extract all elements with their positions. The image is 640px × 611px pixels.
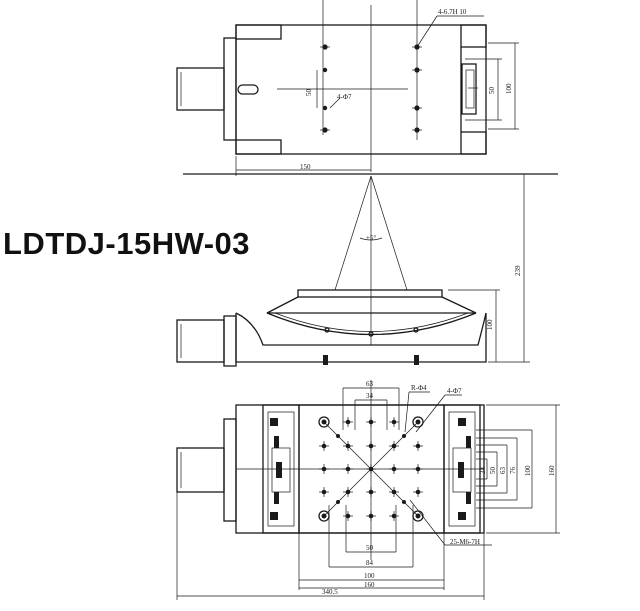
pin-hole-center	[415, 513, 421, 519]
threaded-hole	[413, 441, 423, 451]
top-view: 4-6.7H 10 4-Φ7 150 50 50 100	[176, 0, 558, 176]
pin-hole	[318, 416, 330, 428]
bottom-dim-84: 84	[366, 559, 374, 567]
side-angle-dim: ±5°	[366, 234, 376, 242]
threaded-hole	[343, 464, 353, 474]
top-hole-callout: 4-6.7H 10	[438, 8, 467, 16]
threaded-hole	[413, 487, 423, 497]
bottom-dim-63: 63	[366, 380, 374, 388]
threaded-hole	[319, 487, 329, 497]
threaded-hole	[389, 417, 399, 427]
threaded-hole	[343, 487, 353, 497]
threaded-hole	[343, 511, 353, 521]
side-overall-height-dim: 239	[514, 265, 522, 276]
threaded-hole	[413, 464, 423, 474]
top-pin-callout: 4-Φ7	[337, 93, 352, 101]
threaded-hole	[389, 511, 399, 521]
product-model-title: LDTDJ-15HW-03	[3, 226, 251, 261]
threaded-hole	[343, 417, 353, 427]
threaded-hole	[389, 464, 399, 474]
threaded-hole	[366, 441, 376, 451]
bottom-dim-right-34: 34	[479, 467, 487, 475]
top-clamp-height-dim: 50	[488, 87, 496, 95]
top-outer-height-dim: 100	[505, 83, 513, 94]
threaded-hole	[366, 464, 376, 474]
bottom-tolerance-callout: R-Φ4	[411, 384, 427, 392]
threaded-hole	[319, 441, 329, 451]
bottom-dim-right-50: 50	[489, 467, 497, 475]
top-inner-height-dim: 50	[305, 89, 313, 97]
bottom-dim-right-160: 160	[548, 465, 556, 476]
bottom-hole-pattern	[318, 416, 424, 522]
small-hole	[402, 500, 406, 504]
bottom-dim-right-76: 76	[509, 467, 517, 475]
bottom-dim-overall: 340.5	[322, 588, 338, 596]
small-hole	[336, 434, 340, 438]
threaded-hole	[366, 487, 376, 497]
pin-hole	[412, 416, 424, 428]
bottom-dim-160: 160	[364, 581, 375, 589]
threaded-hole	[343, 441, 353, 451]
bottom-dim-34: 34	[366, 392, 374, 400]
threaded-hole	[319, 464, 329, 474]
bottom-dim-right-100: 100	[524, 465, 532, 476]
threaded-hole	[389, 441, 399, 451]
pin-hole-center	[415, 419, 421, 425]
bottom-dim-50: 50	[366, 544, 374, 552]
bottom-view: 63 34 R-Φ4 4-Φ7 25-M6-7H 50 84 100 160 3…	[176, 380, 560, 600]
bottom-thread-callout: 25-M6-7H	[450, 538, 480, 546]
bottom-pin-callout: 4-Φ7	[447, 387, 462, 395]
side-view: ±5° 239 100	[176, 174, 530, 367]
small-hole	[402, 434, 406, 438]
side-body-height-dim: 100	[486, 319, 494, 330]
bottom-dim-100: 100	[364, 572, 375, 580]
threaded-hole	[366, 417, 376, 427]
small-hole	[336, 500, 340, 504]
threaded-hole	[389, 487, 399, 497]
top-width-dim: 150	[300, 163, 311, 171]
threaded-hole	[366, 511, 376, 521]
bottom-dim-right-63: 63	[499, 467, 507, 475]
pin-hole-center	[321, 513, 327, 519]
pin-hole-center	[321, 419, 327, 425]
